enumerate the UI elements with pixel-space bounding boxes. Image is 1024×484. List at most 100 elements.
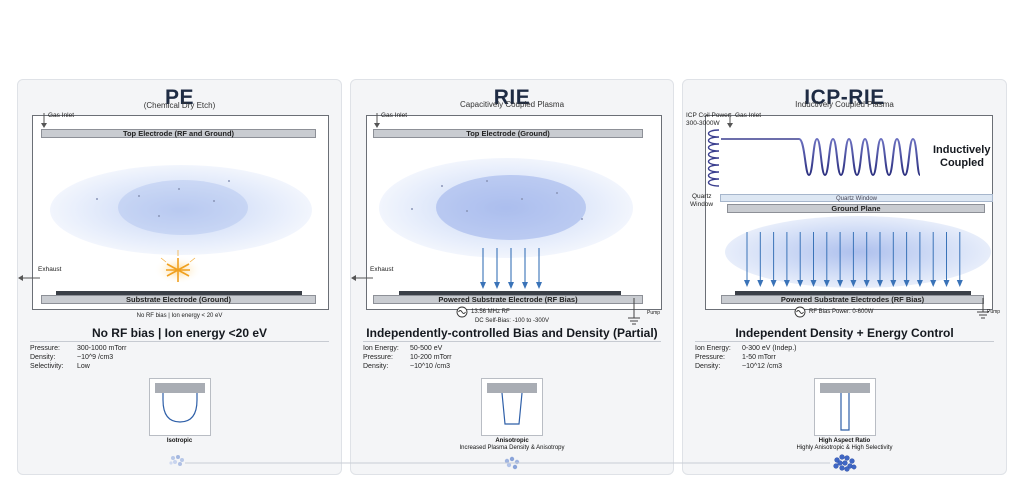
inductive-coil-icon: [721, 137, 921, 177]
spec-value: Low: [77, 363, 90, 370]
wafer: [399, 291, 621, 295]
plasma-core: [118, 180, 248, 235]
ion-arrowhead: [850, 280, 857, 287]
spec-value: ~10^12 /cm3: [742, 363, 783, 370]
plasma-particle: [581, 218, 583, 220]
spec-key: Pressure:: [30, 345, 60, 352]
side-coil-icon: [707, 129, 720, 187]
panel-title: PE: [164, 86, 194, 109]
rf-source-label: 13.56 MHz RF: [471, 309, 510, 315]
panel-headline: No RF bias | Ion energy <20 eV: [91, 326, 268, 340]
dense-particle-cluster-icon: [833, 454, 857, 472]
spec-row: Selectivity: Low: [30, 362, 126, 371]
exhaust-arrow-icon: [351, 275, 373, 281]
ion-arrowhead: [837, 280, 844, 287]
plasma-particle: [441, 185, 443, 187]
ground-symbol-icon: [977, 298, 989, 319]
ion-arrowhead: [823, 280, 830, 287]
plasma-glow: [379, 158, 633, 258]
spec-row: Ion Energy:50-500 eV: [363, 344, 452, 353]
panel-icp-rie: ICP-RIE Inductively Coupled Plasma ICP C…: [682, 79, 1007, 475]
spec-row: Pressure:10-200 mTorr: [363, 353, 452, 362]
divider: [30, 341, 329, 342]
spec-key: Ion Energy:: [363, 345, 399, 352]
isotropic-profile-icon: [149, 378, 211, 436]
spec-value: ~10^9 /cm3: [77, 354, 114, 361]
pump-label: Pump: [987, 309, 1001, 315]
plasma-particle: [466, 210, 468, 212]
rf-source-icon: [456, 306, 468, 318]
ion-arrowhead: [877, 280, 883, 287]
ion-arrowhead: [916, 280, 923, 287]
profile-caption-title: Anisotropic: [495, 438, 529, 444]
spec-row: Density:~10^9 /cm3: [30, 353, 126, 362]
rf-bias-power-label: RF Bias Power: 0-600W: [809, 309, 874, 315]
panel-headline: Independently-controlled Bias and Densit…: [366, 326, 658, 340]
panel-subtitle: (Chemical Dry Etch): [143, 101, 216, 110]
ion-arrowhead: [757, 280, 764, 287]
spec-value: 300-1000 mTorr: [77, 345, 127, 352]
divider: [695, 341, 994, 342]
plasma-particle: [521, 198, 523, 200]
ion-arrowhead: [744, 280, 750, 287]
wafer: [56, 291, 302, 295]
bias-note: No RF bias | Ion energy < 20 eV: [136, 313, 223, 319]
gas-inlet-arrow-icon: [41, 113, 47, 128]
panel-title: RIE: [493, 86, 531, 109]
spec-list: Pressure: 300-1000 mTorr Density:~10^9 /c…: [30, 344, 126, 371]
wafer: [735, 291, 971, 295]
ion-arrowhead: [943, 280, 950, 287]
panel-headline: Independent Density + Energy Control: [735, 326, 954, 340]
plasma-core: [436, 175, 586, 240]
coupled-label-line1: Inductively: [933, 144, 991, 156]
high-aspect-ratio-profile-icon: [814, 378, 876, 436]
rf-bias-source-icon: [794, 306, 806, 318]
spark-icon: [154, 250, 202, 284]
panel-rie: RIE Capacitively Coupled Plasma Gas Inle…: [350, 79, 674, 475]
spec-key: Selectivity:: [30, 363, 64, 370]
plasma-particle: [213, 200, 215, 202]
spec-value: ~10^10 /cm3: [410, 363, 451, 370]
plasma-particle: [158, 215, 160, 217]
plasma-particle: [486, 180, 488, 182]
spec-value: 1-50 mTorr: [742, 354, 776, 361]
quartz-window-side-label: Quartz: [692, 193, 712, 200]
spec-list: Ion Energy:50-500 eV Pressure:10-200 mTo…: [363, 344, 452, 371]
substrate-electrode: Substrate Electrode (Ground): [41, 295, 316, 304]
exhaust-label: Exhaust: [370, 266, 394, 273]
ion-flux-arrows: [744, 232, 963, 287]
ion-arrowhead: [903, 280, 910, 287]
ion-arrowhead: [783, 280, 790, 287]
spec-list: Ion Energy:0-300 eV (Indep.) Pressure: 1-…: [695, 344, 796, 371]
profile-caption-title: Isotropic: [166, 438, 193, 444]
plasma-glow: [50, 165, 312, 255]
ion-arrowhead: [930, 280, 937, 287]
top-electrode: Top Electrode (Ground): [373, 129, 643, 138]
ion-arrowhead: [956, 280, 963, 287]
plasma-particle: [556, 192, 558, 194]
gas-inlet-label: Gas Inlet: [735, 112, 762, 119]
panel-subtitle: Inductively Coupled Plasma: [795, 100, 894, 109]
anisotropic-profile-icon: [481, 378, 543, 436]
divider: [363, 341, 661, 342]
gas-inlet-label: Gas Inlet: [381, 112, 408, 119]
spec-value: 0-300 eV (Indep.): [742, 345, 797, 352]
coil-power-range: 300-3000W: [686, 120, 720, 127]
ion-arrowhead: [863, 280, 870, 287]
exhaust-arrow-icon: [18, 275, 40, 281]
panel-pe: PE (Chemical Dry Etch) Gas Inlet Top Ele…: [17, 79, 342, 475]
quartz-window: Quartz Window: [720, 194, 993, 202]
trend-connector-line: [185, 462, 830, 464]
spec-row: Density:~10^10 /cm3: [363, 362, 452, 371]
profile-caption-note: Highly Anisotropic & High Selectivity: [796, 445, 893, 451]
panel-subtitle: Capacitively Coupled Plasma: [459, 100, 565, 109]
plasma-particle: [138, 195, 140, 197]
powered-substrate-electrodes: Powered Substrate Electrodes (RF Bias): [721, 295, 984, 304]
spec-key: Pressure:: [695, 354, 725, 361]
powered-substrate-electrode: Powered Substrate Electrode (RF Bias): [373, 295, 643, 304]
ground-symbol-icon: [628, 298, 640, 325]
exhaust-label: Exhaust: [38, 266, 62, 273]
spec-row: Ion Energy:0-300 eV (Indep.): [695, 344, 796, 353]
ion-flux-arrows: [480, 248, 542, 289]
plasma-particle: [411, 208, 413, 210]
